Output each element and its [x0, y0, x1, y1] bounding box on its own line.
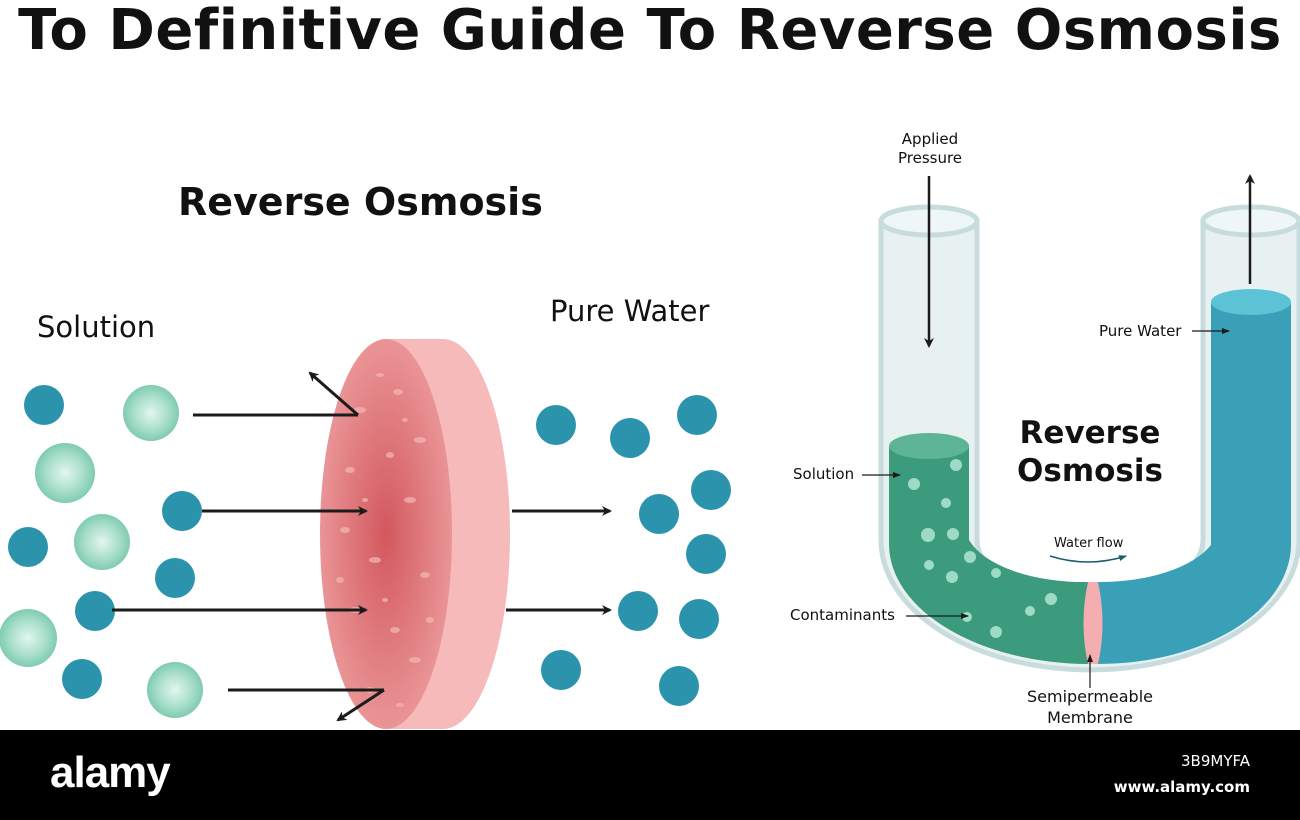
solution-particles	[0, 385, 203, 718]
contaminant	[1025, 606, 1035, 616]
footer-logo: alamy	[50, 748, 171, 797]
water-particle	[686, 534, 726, 574]
water-flow-label: Water flow	[1054, 536, 1124, 551]
flow-arrows	[112, 371, 612, 722]
contaminant	[990, 626, 1002, 638]
solute-particle	[24, 385, 64, 425]
water-particle	[639, 494, 679, 534]
contaminant	[941, 498, 951, 508]
contaminant	[964, 551, 976, 563]
solution-label: Solution	[37, 310, 156, 344]
contaminants-label: Contaminants	[790, 606, 895, 624]
left-heading: Reverse Osmosis	[178, 180, 543, 224]
solute-particle	[162, 491, 202, 531]
footer-bar: alamy 3B9MYFA www.alamy.com	[0, 730, 1300, 820]
tube-heading: Reverse Osmosis	[990, 414, 1190, 490]
water-particle	[536, 405, 576, 445]
contaminant	[921, 528, 935, 542]
reflect-arrow	[308, 371, 359, 417]
solvent-particle	[35, 443, 95, 503]
tube-heading-line1: Reverse	[1019, 415, 1161, 451]
contaminant	[1045, 593, 1057, 605]
page-title: To Definitive Guide To Reverse Osmosis	[18, 0, 1282, 63]
water-particle	[618, 591, 658, 631]
water-particle	[691, 470, 731, 510]
pure-water-label: Pure Water	[550, 294, 710, 328]
water-particle	[610, 418, 650, 458]
contaminant	[991, 568, 1001, 578]
solvent-particle	[123, 385, 179, 441]
diagram-canvas	[0, 174, 1300, 729]
membrane-label: Semipermeable Membrane	[1026, 687, 1153, 727]
membrane-disc	[320, 339, 510, 729]
pure-water-fill	[1098, 302, 1291, 664]
solute-particle	[155, 558, 195, 598]
water-particle	[659, 666, 699, 706]
solute-particle	[62, 659, 102, 699]
water-particle	[541, 650, 581, 690]
footer-url: www.alamy.com	[1113, 778, 1250, 796]
contaminant	[924, 560, 934, 570]
tube-pure-water-label: Pure Water	[1099, 322, 1182, 340]
u-tube	[862, 174, 1300, 688]
solvent-particle	[147, 662, 203, 718]
contaminant	[950, 459, 962, 471]
tube-heading-line2: Osmosis	[1017, 453, 1163, 489]
solvent-particle	[0, 609, 57, 667]
solute-particle	[8, 527, 48, 567]
footer-image-id: 3B9MYFA	[1181, 752, 1250, 770]
solution-fill	[889, 446, 1088, 664]
contaminant	[947, 528, 959, 540]
tube-solution-label: Solution	[793, 465, 855, 483]
contaminant	[908, 478, 920, 490]
solvent-particle	[74, 514, 130, 570]
water-particle	[679, 599, 719, 639]
contaminant	[962, 612, 972, 622]
reflect-arrow	[336, 688, 385, 722]
water-particle	[677, 395, 717, 435]
solute-particle	[75, 591, 115, 631]
applied-pressure-label: Applied Pressure	[897, 130, 963, 167]
contaminant	[946, 571, 958, 583]
water-flow-arrow	[1049, 555, 1127, 563]
pure-water-particles	[536, 395, 731, 706]
membrane	[1083, 582, 1103, 664]
